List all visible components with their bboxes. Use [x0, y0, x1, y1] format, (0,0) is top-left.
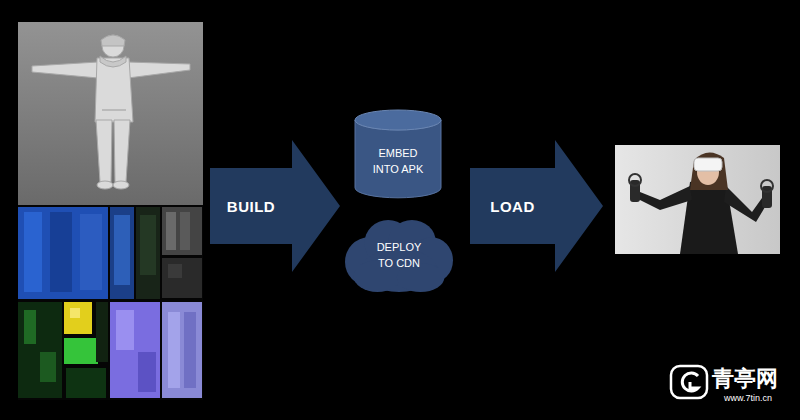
- text-holder: LOAD: [470, 168, 555, 244]
- cloud-body: [345, 220, 453, 292]
- vr-user-photo: [615, 145, 780, 254]
- character-render: [18, 22, 203, 205]
- watermark-url: www.7tin.cn: [724, 393, 772, 403]
- node-label: EMBED INTO APK: [370, 146, 426, 178]
- texture-atlas: [18, 205, 203, 400]
- storage-cylinder: EMBED INTO APK: [355, 110, 441, 198]
- build-arrow: BUILD: [210, 140, 340, 272]
- text-holder: EMBED INTO APK: [355, 130, 441, 193]
- node-label: BUILD: [227, 198, 275, 215]
- node-outline: [345, 220, 453, 292]
- node-outline: [470, 140, 603, 272]
- cylinder-body: [355, 120, 441, 198]
- text-holder: BUILD: [210, 168, 292, 244]
- node-label: DEPLOY TO CDN: [371, 240, 427, 272]
- load-arrow: LOAD: [470, 140, 603, 272]
- text-holder: DEPLOY TO CDN: [345, 220, 453, 292]
- cylinder-top: [355, 110, 441, 130]
- cloud-shape: DEPLOY TO CDN: [345, 220, 453, 292]
- block-arrow-shape: [470, 140, 603, 272]
- watermark-text: 青亭网: [712, 364, 778, 394]
- watermark-logo: [671, 366, 707, 398]
- node-label: LOAD: [490, 198, 535, 215]
- block-arrow-shape: [210, 140, 340, 272]
